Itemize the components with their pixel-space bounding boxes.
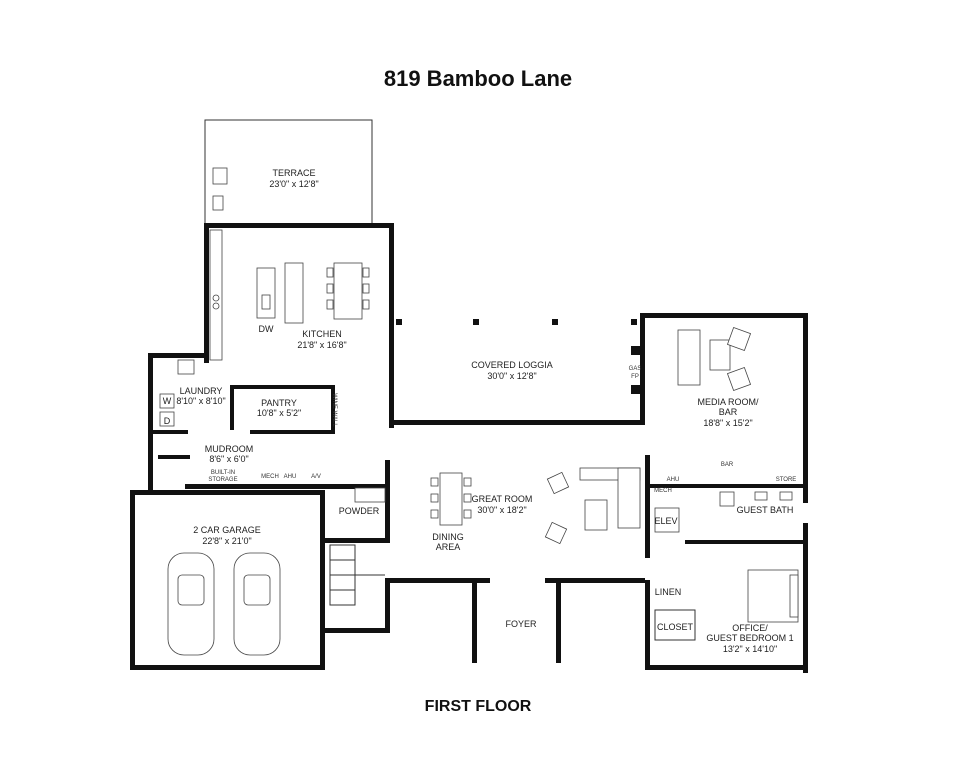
- media-dims: 18'8" x 15'2": [703, 418, 752, 428]
- office-name2: GUEST BEDROOM 1: [706, 633, 793, 643]
- dining-name2: AREA: [436, 542, 461, 552]
- terrace-name: TERRACE: [272, 168, 315, 178]
- dining-name: DINING: [432, 532, 464, 542]
- built-in-storage-label: BUILT-IN: [211, 470, 235, 476]
- kitchen-fixtures: [209, 229, 370, 361]
- room-labels: TERRACE 23'0" x 12'8" KITCHEN 21'8" x 16…: [176, 168, 793, 654]
- laundry-name: LAUNDRY: [180, 386, 223, 396]
- laundry-dims: 8'10" x 8'10": [176, 396, 225, 406]
- garage-dims: 22'8" x 21'0": [202, 536, 251, 546]
- mudroom-dims: 8'6" x 6'0": [209, 454, 248, 464]
- great-room-name: GREAT ROOM: [472, 494, 533, 504]
- laundry-fixtures: [159, 359, 386, 503]
- bar-label: BAR: [721, 462, 734, 468]
- small-labels: W D BUILT-IN STORAGE MECH AHU A/V AHU ME…: [163, 366, 797, 494]
- gas-fp-label: GAS: [629, 366, 642, 372]
- loggia-dims: 30'0" x 12'8": [487, 371, 536, 381]
- garage-cars: [167, 552, 281, 656]
- media-name2: BAR: [719, 407, 738, 417]
- powder-name: POWDER: [339, 506, 380, 516]
- closet-name: CLOSET: [657, 622, 694, 632]
- media-name: MEDIA ROOM/: [697, 397, 759, 407]
- ahu-label: AHU: [284, 474, 297, 480]
- garage-name: 2 CAR GARAGE: [193, 525, 261, 535]
- pantry-dims: 10'8" x 5'2": [257, 408, 301, 418]
- kitchen-dims: 21'8" x 16'8": [297, 340, 346, 350]
- washer-label: W: [163, 396, 172, 406]
- walls: [130, 223, 808, 673]
- gas-fp-label2: FP: [631, 374, 639, 380]
- dryer-label: D: [164, 416, 171, 426]
- office-name: OFFICE/: [732, 623, 768, 633]
- terrace-area: [204, 119, 373, 225]
- great-room-dims: 30'0" x 18'2": [477, 505, 526, 515]
- foyer-name: FOYER: [505, 619, 537, 629]
- great-room-furniture: [430, 467, 641, 545]
- loggia-name: COVERED LOGGIA: [471, 360, 553, 370]
- bedroom-furniture: [654, 569, 799, 641]
- linen-name: LINEN: [655, 587, 682, 597]
- terrace-dims: 23'0" x 12'8": [269, 179, 318, 189]
- media-furniture: [677, 326, 752, 392]
- loggia-columns: [396, 319, 640, 394]
- pantry-name: PANTRY: [261, 398, 297, 408]
- mech-label: MECH: [261, 474, 279, 480]
- wine-wall-label: WINE WALL: [331, 393, 337, 427]
- dishwasher-label: DW: [259, 324, 274, 334]
- bath-fixtures: [654, 491, 793, 533]
- kitchen-name: KITCHEN: [302, 329, 342, 339]
- mudroom-name: MUDROOM: [205, 444, 254, 454]
- guest-bath-name: GUEST BATH: [737, 505, 794, 515]
- av-label: A/V: [311, 474, 321, 480]
- elev-name: ELEV: [654, 516, 677, 526]
- store-label: STORE: [776, 477, 797, 483]
- stairs: [329, 544, 385, 606]
- plan-title: 819 Bamboo Lane: [384, 66, 572, 91]
- ahu2-label: AHU: [667, 477, 680, 483]
- built-in-storage-label2: STORAGE: [208, 477, 237, 483]
- mech2-label: MECH: [654, 488, 672, 494]
- office-dims: 13'2" x 14'10": [723, 644, 777, 654]
- floor-label: FIRST FLOOR: [425, 698, 532, 715]
